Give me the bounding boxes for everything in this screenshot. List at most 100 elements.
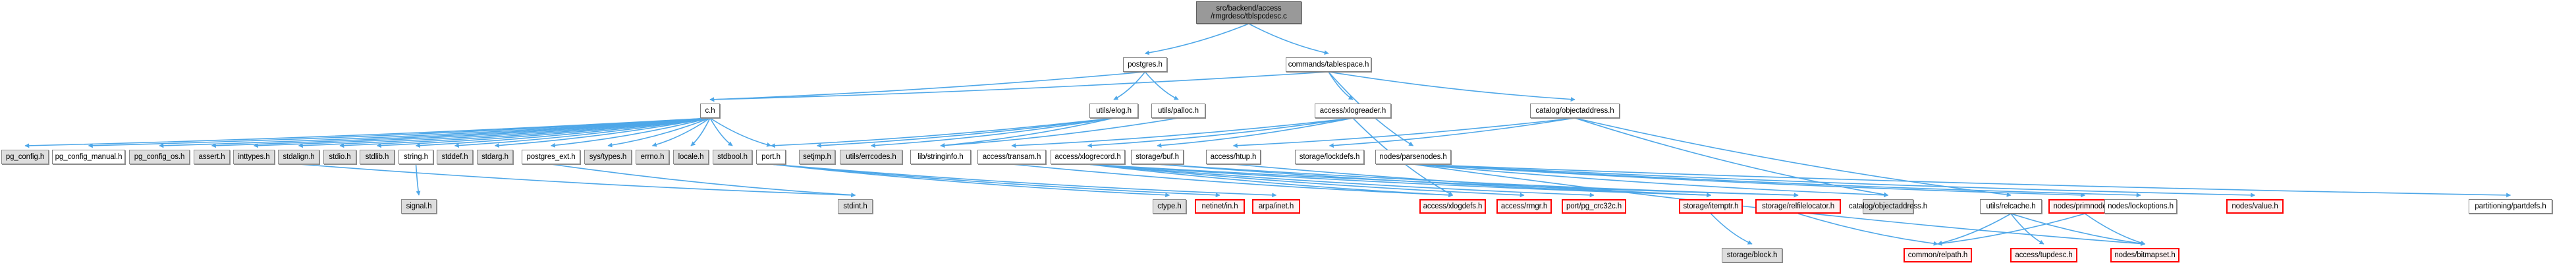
- graph-node-label: lib/stringinfo.h: [918, 152, 964, 161]
- graph-node-label: arpa/inet.h: [1258, 202, 1294, 210]
- graph-node-locale[interactable]: locale.h: [673, 150, 709, 164]
- graph-node-sys_types[interactable]: sys/types.h: [584, 150, 632, 164]
- graph-node-errno[interactable]: errno.h: [636, 150, 669, 164]
- graph-node-value[interactable]: nodes/value.h: [2226, 199, 2284, 214]
- graph-edge-elog-to-port: [770, 117, 1114, 148]
- graph-edge-parsenodes-to-lockoptions: [1413, 164, 2141, 198]
- graph-edge-xlogrecord-to-pg_crc32c: [1087, 164, 1595, 198]
- graph-node-stdarg[interactable]: stdarg.h: [477, 150, 513, 164]
- graph-node-label: access/xlogrecord.h: [1055, 152, 1121, 161]
- graph-edge-xlogrecord-to-relfilelocator: [1087, 164, 1799, 198]
- graph-node-label: netinet/in.h: [1201, 202, 1238, 210]
- graph-node-errcodes[interactable]: utils/errcodes.h: [840, 150, 902, 164]
- graph-node-stdbool[interactable]: stdbool.h: [713, 150, 752, 164]
- graph-node-label: port/pg_crc32c.h: [1566, 202, 1622, 210]
- graph-node-label: string.h: [404, 152, 428, 161]
- graph-node-root[interactable]: src/backend/access/rmgrdesc/tblspcdesc.c: [1196, 1, 1302, 24]
- graph-node-objectaddr_ref[interactable]: catalog/objectaddress.h: [1849, 199, 1927, 214]
- graph-node-pg_config_os[interactable]: pg_config_os.h: [129, 150, 190, 164]
- graph-node-objectaddress[interactable]: catalog/objectaddress.h: [1530, 104, 1620, 118]
- graph-node-relcache[interactable]: utils/relcache.h: [1980, 199, 2042, 214]
- graph-node-postgres[interactable]: postgres.h: [1123, 57, 1167, 72]
- graph-node-relfilelocator[interactable]: storage/relfilelocator.h: [1755, 199, 1841, 214]
- graph-node-ctype[interactable]: ctype.h: [1153, 199, 1186, 214]
- graph-node-assert[interactable]: assert.h: [194, 150, 230, 164]
- graph-node-label: partitioning/partdefs.h: [2475, 202, 2546, 210]
- graph-node-lockoptions[interactable]: nodes/lockoptions.h: [2104, 199, 2177, 214]
- graph-edge-parsenodes-to-partdefs: [1413, 164, 2511, 198]
- graph-node-port[interactable]: port.h: [756, 150, 786, 164]
- graph-edge-buf-to-itemptr: [1157, 164, 1712, 198]
- graph-edge-c_h-to-errno: [651, 117, 711, 147]
- graph-edge-c_h-to-stdalign: [298, 117, 711, 148]
- graph-edge-tablespace-to-c_h: [709, 71, 1329, 102]
- graph-node-signal[interactable]: signal.h: [401, 199, 437, 214]
- graph-node-label: assert.h: [198, 152, 225, 161]
- graph-node-bitmapset[interactable]: nodes/bitmapset.h: [2110, 248, 2179, 262]
- graph-node-buf[interactable]: storage/buf.h: [1131, 150, 1184, 164]
- graph-node-postgres_ext[interactable]: postgres_ext.h: [522, 150, 580, 164]
- graph-node-stddef[interactable]: stddef.h: [437, 150, 473, 164]
- graph-node-label: storage/lockdefs.h: [1299, 152, 1360, 161]
- graph-node-string[interactable]: string.h: [398, 150, 433, 164]
- graph-edge-transam-to-xlogdefs: [1011, 164, 1454, 198]
- graph-node-label: catalog/objectaddress.h: [1535, 106, 1614, 115]
- graph-node-label: port.h: [761, 152, 781, 161]
- graph-node-partdefs[interactable]: partitioning/partdefs.h: [2469, 199, 2552, 214]
- graph-node-label: storage/buf.h: [1136, 152, 1179, 161]
- graph-node-elog[interactable]: utils/elog.h: [1089, 104, 1138, 118]
- graph-node-stdio[interactable]: stdio.h: [323, 150, 356, 164]
- graph-edge-stdalign-to-stdint: [298, 164, 856, 198]
- graph-edge-xlogreader-to-buf: [1157, 117, 1354, 148]
- graph-node-transam[interactable]: access/transam.h: [977, 150, 1046, 164]
- graph-node-pg_config[interactable]: pg_config.h: [1, 150, 49, 164]
- graph-node-tablespace[interactable]: commands/tablespace.h: [1286, 57, 1371, 72]
- graph-edge-itemptr-to-block: [1710, 213, 1753, 245]
- graph-edge-c_h-to-stdbool: [709, 117, 733, 146]
- graph-node-arpa_inet[interactable]: arpa/inet.h: [1252, 199, 1300, 214]
- graph-node-netinet_in[interactable]: netinet/in.h: [1195, 199, 1245, 214]
- graph-node-c_h[interactable]: c.h: [700, 104, 720, 118]
- graph-node-xlogdefs[interactable]: access/xlogdefs.h: [1419, 199, 1486, 214]
- graph-node-label: stdint.h: [843, 202, 867, 210]
- graph-node-palloc[interactable]: utils/palloc.h: [1151, 104, 1205, 118]
- graph-node-itemptr[interactable]: storage/itemptr.h: [1679, 199, 1743, 214]
- graph-node-label: stdio.h: [329, 152, 351, 161]
- graph-node-htup[interactable]: access/htup.h: [1206, 150, 1261, 164]
- graph-edge-objectaddress-to-relcache: [1574, 117, 2012, 197]
- graph-node-tupdesc[interactable]: access/tupdesc.h: [2010, 248, 2077, 262]
- graph-node-xlogrecord[interactable]: access/xlogrecord.h: [1051, 150, 1125, 164]
- graph-edge-relfilelocator-to-relpath: [1797, 213, 1938, 246]
- graph-node-label: inttypes.h: [238, 152, 270, 161]
- graph-node-stdalign[interactable]: stdalign.h: [278, 150, 319, 164]
- graph-node-pg_config_manual[interactable]: pg_config_manual.h: [52, 150, 125, 164]
- graph-node-label: access/xlogreader.h: [1319, 106, 1386, 115]
- graph-node-label: access/htup.h: [1210, 152, 1257, 161]
- graph-node-label: locale.h: [678, 152, 704, 161]
- graph-node-label: errno.h: [640, 152, 665, 161]
- graph-node-stdint[interactable]: stdint.h: [838, 199, 873, 214]
- graph-node-label: access/transam.h: [982, 152, 1041, 161]
- graph-edge-primnodes-to-bitmapset: [2085, 213, 2146, 245]
- graph-edge-port-to-arpa_inet: [771, 164, 1277, 198]
- graph-node-rmgr[interactable]: access/rmgr.h: [1496, 199, 1552, 214]
- graph-node-pg_crc32c[interactable]: port/pg_crc32c.h: [1562, 199, 1626, 214]
- graph-node-xlogreader[interactable]: access/xlogreader.h: [1315, 104, 1391, 118]
- graph-node-stdlib[interactable]: stdlib.h: [360, 150, 395, 164]
- graph-node-setjmp[interactable]: setjmp.h: [799, 150, 835, 164]
- graph-node-label: common/relpath.h: [1907, 251, 1968, 259]
- graph-node-label: stdarg.h: [481, 152, 508, 161]
- graph-node-parsenodes[interactable]: nodes/parsenodes.h: [1375, 150, 1451, 164]
- graph-edge-htup-to-itemptr: [1233, 164, 1712, 198]
- graph-edge-tablespace-to-xlogreader: [1328, 71, 1354, 100]
- graph-node-stringinfo[interactable]: lib/stringinfo.h: [910, 150, 971, 164]
- graph-edge-relcache-to-relpath: [1937, 213, 2012, 245]
- graph-node-label: postgres_ext.h: [526, 152, 576, 161]
- graph-edge-elog-to-stringinfo: [940, 117, 1114, 148]
- graph-node-inttypes[interactable]: inttypes.h: [233, 150, 275, 164]
- graph-node-label: commands/tablespace.h: [1288, 60, 1369, 69]
- graph-node-lockdefs[interactable]: storage/lockdefs.h: [1295, 150, 1364, 164]
- graph-node-relpath[interactable]: common/relpath.h: [1904, 248, 1972, 262]
- graph-node-block[interactable]: storage/block.h: [1722, 248, 1782, 262]
- graph-edge-root-to-postgres: [1144, 23, 1249, 55]
